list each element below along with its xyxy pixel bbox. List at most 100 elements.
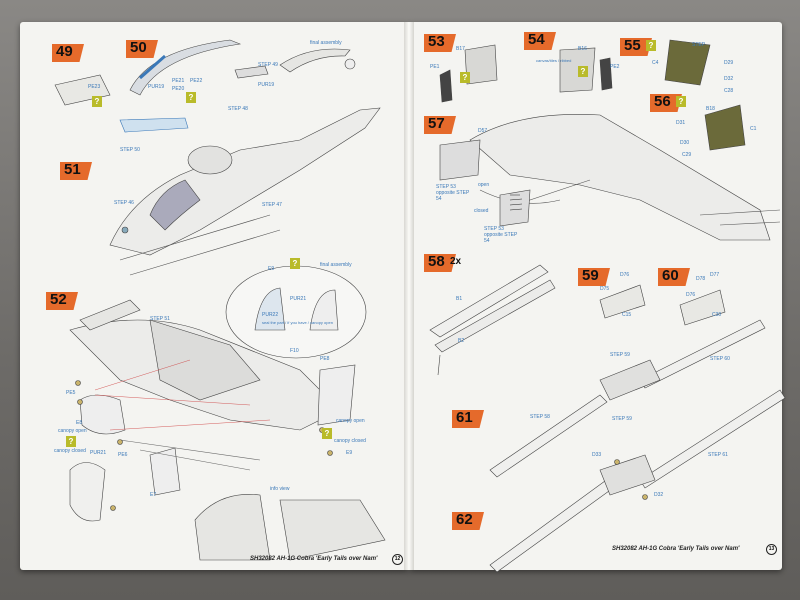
label-step46: STEP 46 [114,200,134,206]
label-e8: E8 [76,420,83,426]
label-f10: F10 [290,348,299,354]
step-50-number: 50 [130,39,147,56]
step-58-multiplier: 2x [450,256,462,267]
info-view-left [194,494,271,561]
step-56-flag: 56 [650,92,682,114]
label-step49: STEP 49 [258,62,278,68]
step-62-number: 62 [456,511,473,528]
label-c4: C4 [652,60,659,66]
label-pe8: PE8 [320,356,330,362]
part-54-panel [559,47,596,93]
label-pe22: PE22 [190,78,203,84]
step-62-flag: 62 [452,510,484,532]
label-canopy-closed-right: canopy closed [334,438,366,444]
step-52-number: 52 [50,291,67,308]
step-49-flag: 49 [52,42,84,64]
step-50-flag: 50 [126,38,158,60]
label-step51: STEP 51 [150,316,170,322]
step-61-flag: 61 [452,408,484,430]
label-b17: B17 [456,46,465,52]
etched-part-icon: ? [92,96,102,107]
etched-part-icon: ? [66,436,76,447]
step-56-number: 56 [654,93,671,110]
label-pur21: PUR21 [290,296,307,302]
label-pe5: PE5 [66,390,76,396]
label-pe20: PE20 [172,86,185,92]
label-step58: STEP 58 [530,414,550,420]
step-52-flag: 52 [46,290,78,312]
label-canopy-open-left: canopy open [58,428,87,434]
left-footer: SH32082 AH-1G Cobra 'Early Tails over Na… [250,556,378,562]
label-pur19b: PUR19 [258,82,275,88]
canopy-e8 [79,394,126,435]
label-c30: C30 [712,312,722,318]
info-view-right [279,499,386,561]
label-step59b: STEP 59 [612,416,632,422]
label-e9b: E9 [346,450,353,456]
label-c29: C29 [682,152,692,158]
label-closed: closed [474,208,489,214]
step-53-number: 53 [428,33,445,50]
label-pe2: PE2 [610,64,620,70]
door-open [439,139,481,181]
label-d78: D78 [696,276,706,282]
label-e9: E9 [268,266,275,272]
step-55-flag: 55 [620,36,652,58]
label-step53-opposite-2: STEP 53 opposite STEP 54 [484,226,518,244]
etched-part-icon: ? [676,96,686,107]
etched-part-icon: ? [290,258,300,269]
label-step50: STEP 50 [120,147,140,153]
label-pur19: PUR19 [148,84,165,90]
rotor-blade-61a [489,394,608,478]
step-53-flag: 53 [424,32,456,54]
right-page-number: 13 [766,544,777,555]
label-step60: STEP 60 [710,356,730,362]
label-pur22: PUR22 [262,312,279,318]
step-57-flag: 57 [424,114,456,136]
step-55-number: 55 [624,37,641,54]
etched-part-icon: ? [186,92,196,103]
step-60-flag: 60 [658,266,690,288]
label-b1: B1 [456,296,463,302]
label-pe6: PE6 [118,452,128,458]
final-assembly-canopy [279,48,351,73]
step-54-flag: 54 [524,30,556,52]
step-57-number: 57 [428,115,445,132]
label-b16: B16 [578,46,587,52]
label-pe1: PE1 [430,64,440,70]
label-step61: STEP 61 [708,452,728,458]
step-49-number: 49 [56,43,73,60]
part-56-armor [704,104,746,151]
etched-part-icon: ? [578,66,588,77]
label-step-55: STEP [692,42,706,48]
step-51-flag: 51 [60,160,92,182]
label-step47: STEP 47 [262,202,282,208]
label-step59: STEP 59 [610,352,630,358]
label-d76b: D76 [686,292,696,298]
label-pur21b: PUR21 [90,450,107,456]
etched-part-icon: ? [646,40,656,51]
label-e7: E7 [150,492,157,498]
left-page-number: 12 [392,554,403,565]
etched-part-icon: ? [460,72,470,83]
label-d30: D30 [680,140,690,146]
step-59-flag: 59 [578,266,610,288]
label-d32b: D32 [654,492,664,498]
rotor-blade-58 [429,264,549,338]
rotor-blade-62b [639,389,786,489]
label-d33: D33 [592,452,602,458]
label-info-view: info view [270,486,290,492]
label-open: open [478,182,490,188]
label-step48: STEP 48 [228,106,248,112]
label-c1: C1 [750,126,757,132]
label-final-assembly: final assembly [310,40,342,46]
canopy-e9-open [317,364,356,426]
canopy-e7 [149,447,181,496]
label-c15: C15 [622,312,632,318]
helicopter-body-51 [109,107,381,276]
step-58-number: 58 [428,253,445,270]
label-d29: D29 [724,60,734,66]
label-canopy-closed-left: canopy closed [54,448,86,454]
step-58-flag: 58 2x [424,252,461,274]
